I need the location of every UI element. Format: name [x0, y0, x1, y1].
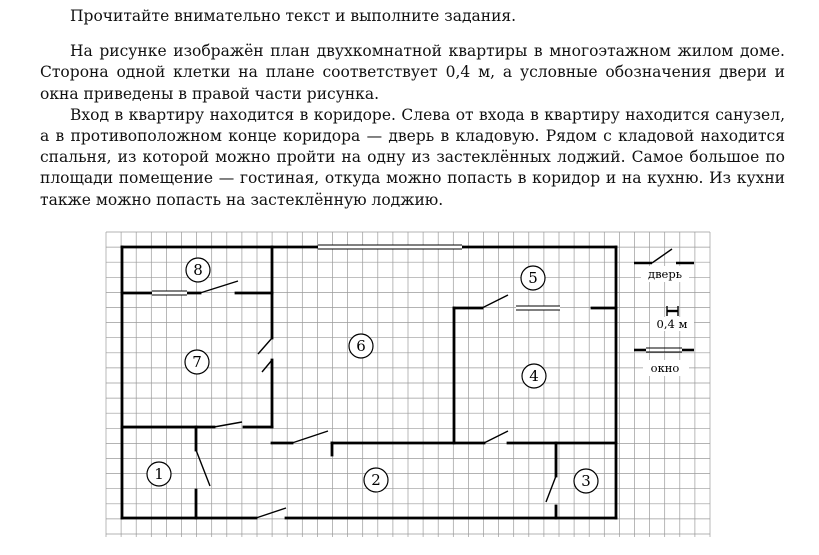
window-gap — [318, 244, 462, 250]
room-number-2: 2 — [371, 471, 381, 489]
task-text: Прочитайте внимательно текст и выполните… — [40, 6, 785, 211]
plan-windows — [152, 244, 560, 311]
door-leaf — [481, 294, 509, 309]
room-number-8: 8 — [193, 261, 203, 279]
door-leaf — [291, 430, 329, 444]
door-leaf — [261, 359, 273, 373]
room-label-3: 3 — [573, 468, 599, 494]
door-leaf — [195, 449, 211, 487]
room-label-2: 2 — [363, 467, 389, 493]
room-number-7: 7 — [192, 353, 202, 371]
window-gap — [152, 290, 187, 296]
plan-legend: дверь 0,4 м окно — [634, 248, 694, 376]
room-number-6: 6 — [356, 337, 366, 355]
legend-window-symbol — [634, 347, 694, 353]
door-leaf — [483, 430, 509, 444]
room-number-1: 1 — [154, 465, 164, 483]
door-leaf — [545, 475, 557, 503]
door-leaf — [257, 337, 273, 355]
door-leaf — [213, 421, 243, 428]
legend-window-label: окно — [651, 361, 680, 375]
plan-doors — [195, 280, 557, 519]
door-leaf — [255, 507, 287, 519]
legend-door-label: дверь — [648, 267, 682, 281]
room-label-1: 1 — [146, 461, 172, 487]
room-number-3: 3 — [581, 472, 591, 490]
door-leaf — [199, 280, 239, 294]
room-label-7: 7 — [184, 349, 210, 375]
legend-scale-label: 0,4 м — [657, 317, 688, 331]
room-label-5: 5 — [520, 265, 546, 291]
room-number-4: 4 — [529, 367, 539, 385]
room-label-6: 6 — [348, 333, 374, 359]
room-label-4: 4 — [521, 363, 547, 389]
room-number-5: 5 — [528, 269, 538, 287]
legend-scale-symbol — [666, 306, 679, 316]
legend-door-symbol — [634, 248, 694, 265]
task-paragraph-2: Вход в квартиру находится в коридоре. Сл… — [40, 105, 785, 209]
window-gap — [516, 305, 560, 311]
task-paragraph-1: На рисунке изображён план двухкомнатной … — [40, 42, 785, 103]
room-label-8: 8 — [185, 257, 211, 283]
task-instruction: Прочитайте внимательно текст и выполните… — [70, 7, 517, 25]
